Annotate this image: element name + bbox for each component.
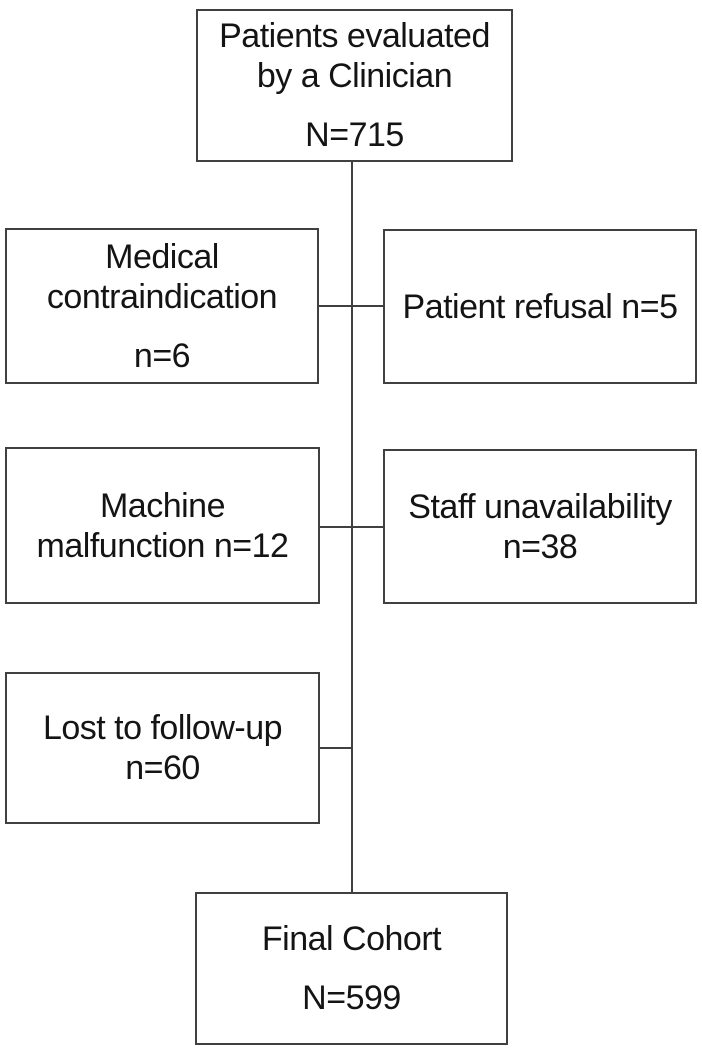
lost-to-follow-up-line2: n=60 — [125, 749, 200, 787]
final-cohort-count: N=599 — [302, 979, 401, 1017]
medical-contraindication-count: n=6 — [133, 336, 191, 375]
medical-contraindication-line2: contraindication — [46, 277, 278, 316]
connector-row1-horizontal — [319, 305, 383, 307]
staff-unavailability-line2: n=38 — [502, 527, 578, 566]
node-patients-evaluated: Patients evaluated by a Clinician N=715 — [196, 9, 513, 162]
machine-malfunction-line2: malfunction n=12 — [36, 526, 289, 565]
connector-row3-horizontal — [320, 747, 351, 749]
patients-evaluated-line1: Patients evaluated — [219, 17, 490, 55]
lost-to-follow-up-line1: Lost to follow-up — [42, 709, 283, 747]
final-cohort-line1: Final Cohort — [261, 920, 442, 958]
node-final-cohort: Final Cohort N=599 — [195, 892, 508, 1045]
patient-refusal-line1: Patient refusal n=5 — [402, 287, 678, 326]
node-medical-contraindication: Medical contraindication n=6 — [5, 228, 319, 384]
connector-row2-horizontal — [320, 526, 383, 528]
node-lost-to-follow-up: Lost to follow-up n=60 — [5, 672, 320, 824]
node-staff-unavailability: Staff unavailability n=38 — [383, 449, 697, 604]
medical-contraindication-line1: Medical — [105, 237, 219, 276]
patients-evaluated-count: N=715 — [305, 116, 404, 154]
staff-unavailability-line1: Staff unavailability — [408, 487, 672, 526]
patients-evaluated-line2: by a Clinician — [256, 57, 453, 95]
machine-malfunction-line1: Machine — [99, 486, 226, 525]
node-patient-refusal: Patient refusal n=5 — [383, 229, 697, 384]
node-machine-malfunction: Machine malfunction n=12 — [5, 447, 320, 604]
